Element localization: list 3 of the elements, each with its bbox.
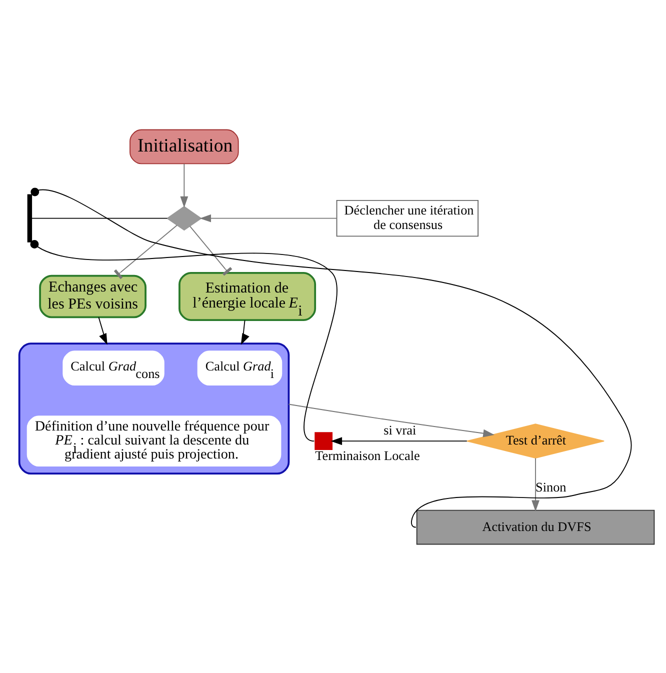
node-label: Terminaison Locale — [315, 448, 420, 463]
edge-label: Sinon — [536, 479, 566, 494]
edge-label: si vrai — [384, 422, 416, 438]
